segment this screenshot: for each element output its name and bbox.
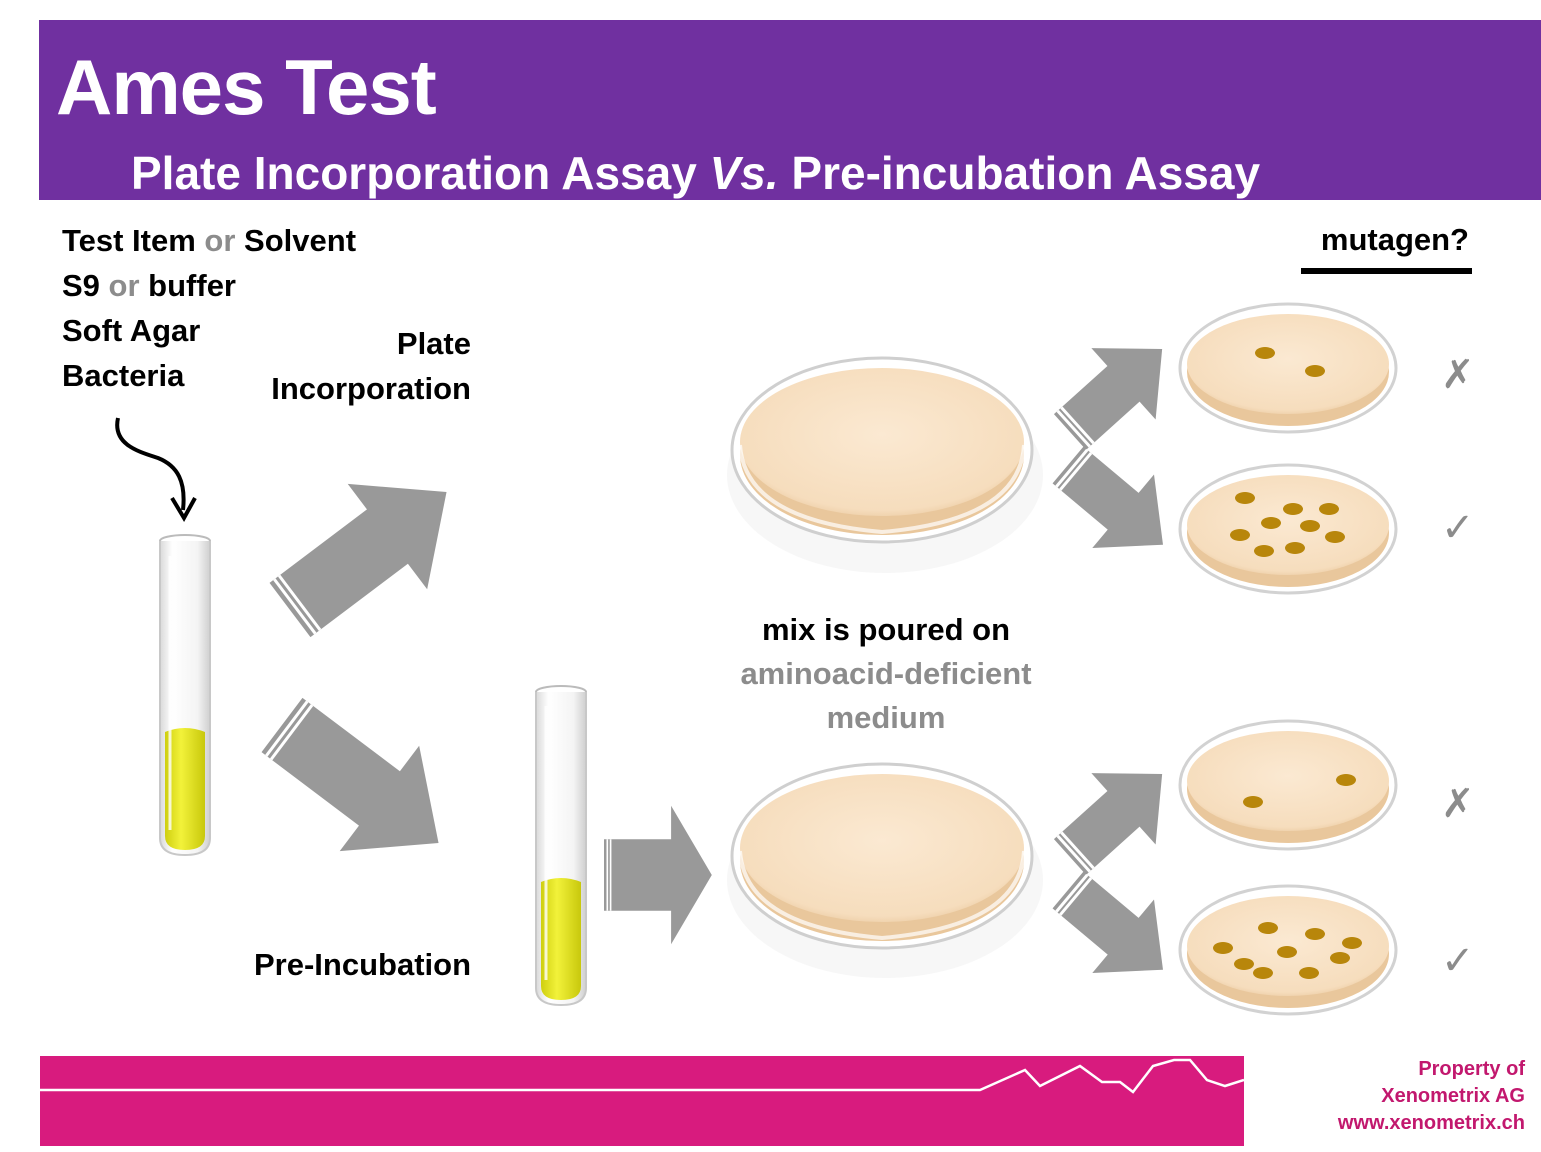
colony — [1230, 529, 1250, 541]
colony — [1330, 952, 1350, 964]
petri-dish-large-bottom — [727, 762, 1043, 978]
arrow-result-3 — [1036, 736, 1196, 895]
colony — [1253, 967, 1273, 979]
petri-dish-result-3 — [1178, 719, 1398, 851]
colony — [1342, 937, 1362, 949]
petri-dish-result-1 — [1178, 302, 1398, 434]
mutagen-heading: mutagen? — [1320, 222, 1469, 257]
pointer-curve — [115, 417, 186, 511]
petri-dish-large-top — [727, 356, 1043, 573]
footer-mountain-line — [40, 1058, 1244, 1094]
test-tube-main — [159, 534, 211, 857]
test-tube-preincubation — [535, 685, 587, 1007]
pointer-head — [170, 496, 197, 523]
colony — [1336, 774, 1356, 786]
colony — [1285, 542, 1305, 554]
colony — [1319, 503, 1339, 515]
ingredient-line: Soft Agar — [62, 313, 201, 348]
subtitle-vs: Vs. — [709, 147, 779, 199]
arrow-pre-incubation — [240, 670, 480, 898]
colony — [1300, 520, 1320, 532]
subtitle-part-1: Plate Incorporation Assay — [131, 147, 710, 199]
colony — [1299, 967, 1319, 979]
mutagen-heading-rule — [1301, 268, 1472, 274]
ingredient-list: Test Item or Solvent S9 or buffer Soft A… — [62, 218, 356, 398]
colony — [1234, 958, 1254, 970]
arrow-pour-preincubation — [602, 804, 714, 946]
arrow-result-4 — [1035, 851, 1196, 1008]
colony — [1277, 946, 1297, 958]
header-banner: Ames Test Plate Incorporation Assay Vs. … — [39, 20, 1541, 200]
check-mark-icon: ✓ — [1441, 938, 1475, 984]
colony — [1305, 365, 1325, 377]
petri-dish-result-2 — [1178, 463, 1398, 595]
credit-text: Property of Xenometrix AG www.xenometrix… — [1337, 1058, 1525, 1134]
colony — [1254, 545, 1274, 557]
ingredient-line: Bacteria — [62, 358, 185, 393]
subtitle-part-2: Pre-incubation Assay — [778, 147, 1261, 199]
arrow-plate-incorporation — [248, 437, 488, 665]
colony — [1325, 531, 1345, 543]
colony — [1235, 492, 1255, 504]
petri-dish-result-4 — [1178, 884, 1398, 1016]
arrow-result-2 — [1035, 426, 1196, 583]
colony — [1305, 928, 1325, 940]
ingredient-line: S9 or buffer — [62, 268, 236, 303]
colony — [1255, 347, 1275, 359]
slide-subtitle: Plate Incorporation Assay Vs. Pre-incuba… — [131, 146, 1260, 200]
arrow-result-1 — [1036, 311, 1196, 470]
colony — [1243, 796, 1263, 808]
colony — [1213, 942, 1233, 954]
cross-mark-icon: ✗ — [1441, 781, 1475, 827]
mix-description: mix is poured on aminoacid-deficient med… — [740, 612, 1032, 735]
plate-incorporation-label: Plate Incorporation — [271, 326, 471, 406]
check-mark-icon: ✓ — [1441, 505, 1475, 551]
ingredient-line: Test Item or Solvent — [62, 223, 357, 258]
slide-title: Ames Test — [56, 43, 437, 131]
pre-incubation-label: Pre-Incubation — [253, 947, 471, 982]
colony — [1283, 503, 1303, 515]
cross-mark-icon: ✗ — [1441, 352, 1475, 398]
colony — [1258, 922, 1278, 934]
colony — [1261, 517, 1281, 529]
footer-band — [40, 1056, 1244, 1146]
